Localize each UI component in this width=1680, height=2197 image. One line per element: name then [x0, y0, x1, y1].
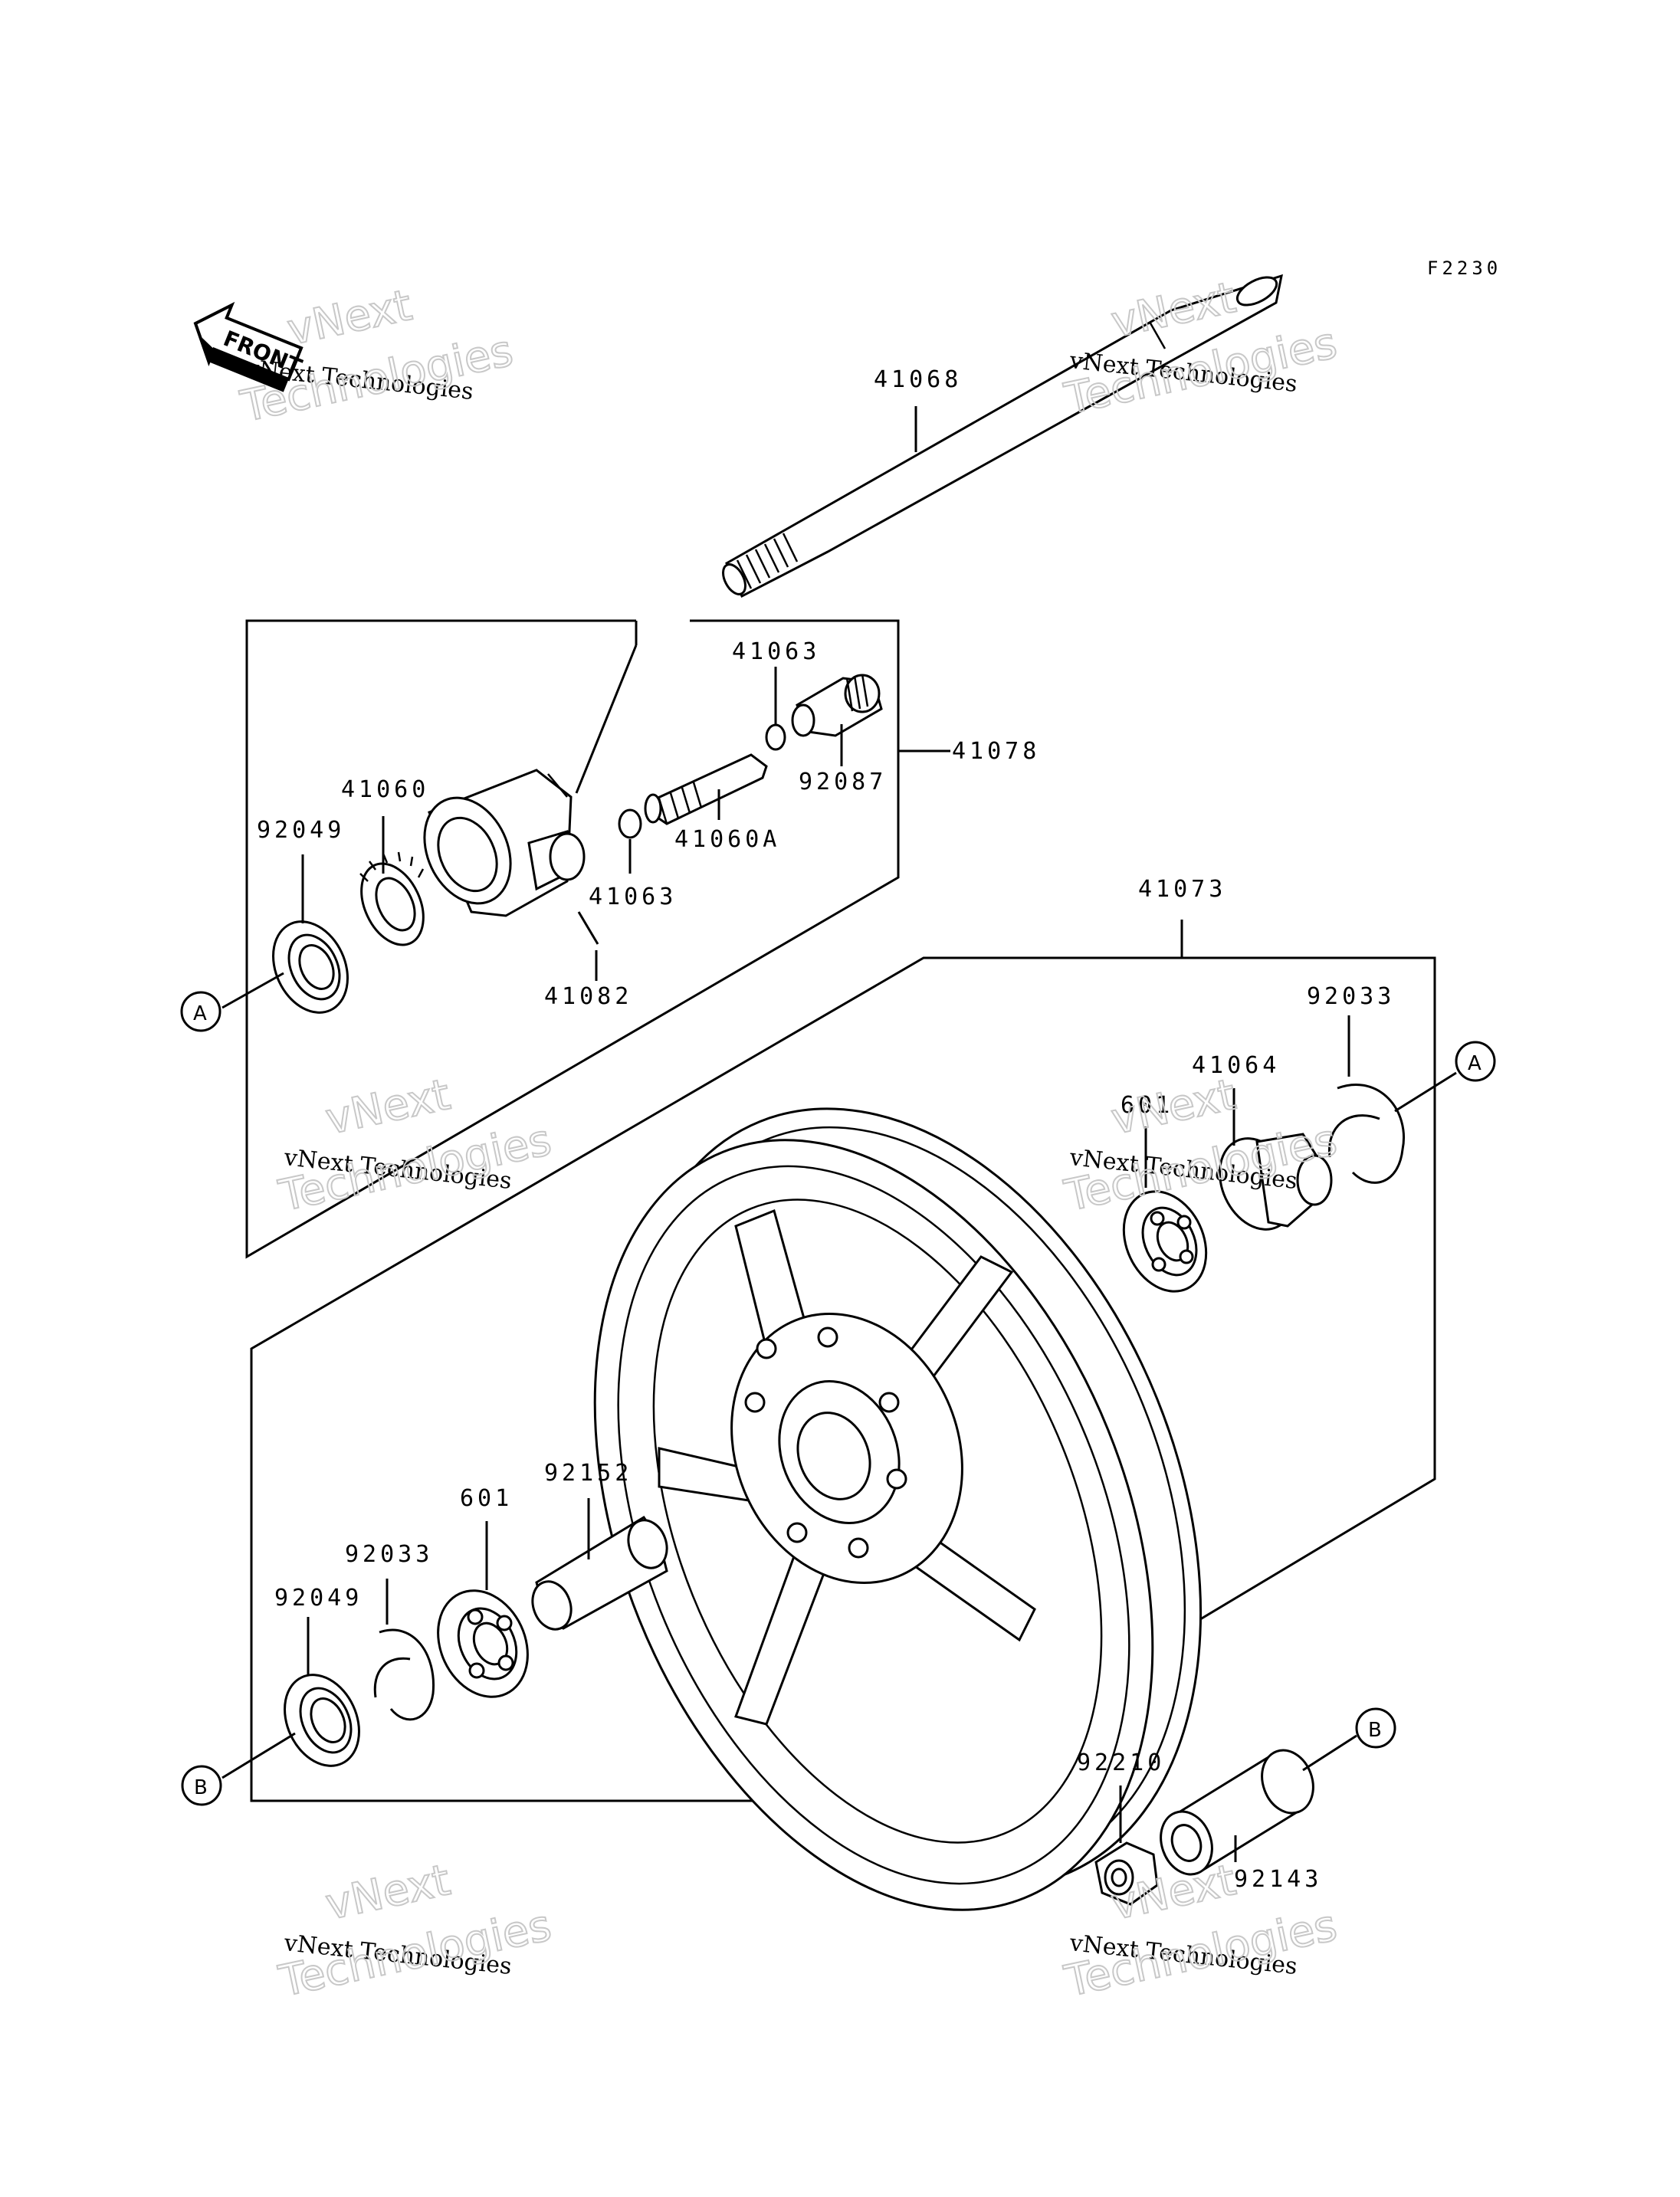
frame-41073	[250, 956, 1436, 1802]
callout-a-right	[1455, 1041, 1496, 1082]
watermark-line3: Technologies	[274, 1115, 555, 1221]
callout-b-left	[181, 1765, 222, 1806]
axle-41068[interactable]	[719, 271, 1283, 598]
label-601-left: 601	[460, 1485, 513, 1512]
callout-b-right-text: B	[1368, 1719, 1382, 1742]
label-92033-right: 92033	[1307, 983, 1395, 1010]
frame-41078	[245, 619, 900, 1259]
watermark: vNext vNext Technologies Technologies	[274, 1069, 556, 1222]
label-41063-top: 41063	[732, 638, 820, 665]
circlip-92033-right[interactable]	[1327, 1084, 1405, 1184]
frame-41078-link	[575, 644, 638, 794]
watermark-line2: vNext	[321, 1070, 454, 1145]
callout-a-left-text: A	[193, 1002, 207, 1025]
watermark-line3: Technologies	[1060, 1900, 1340, 2007]
label-41060: 41060	[341, 776, 429, 803]
label-41078: 41078	[952, 738, 1040, 765]
collar-92143[interactable]	[1153, 1743, 1322, 1882]
leader-callout-a-right	[1394, 1071, 1457, 1113]
speedometer-gear-41060[interactable]	[349, 851, 436, 955]
callout-a-left	[180, 991, 221, 1032]
watermark: vNext vNext Technologies Technologies	[274, 1854, 556, 2008]
leader-callout-a-left	[221, 972, 284, 1009]
bushing-92087[interactable]	[791, 674, 883, 737]
nut-92210[interactable]	[1094, 1841, 1159, 1906]
label-41064: 41064	[1192, 1052, 1280, 1079]
label-41060A: 41060A	[674, 826, 780, 853]
washer-41063-mid[interactable]	[618, 808, 642, 839]
label-92033-left: 92033	[345, 1541, 433, 1568]
label-92210: 92210	[1077, 1749, 1165, 1776]
label-92087: 92087	[799, 769, 887, 795]
collar-92152[interactable]	[527, 1515, 674, 1635]
gear-housing[interactable]	[408, 769, 586, 917]
watermark-line3: Technologies	[274, 1900, 555, 2007]
seal-92049-bottom[interactable]	[271, 1663, 373, 1778]
label-92152: 92152	[544, 1460, 632, 1487]
label-92049-bottom: 92049	[274, 1585, 363, 1612]
label-92049-top: 92049	[257, 817, 345, 844]
front-arrow-icon: FRONT	[193, 301, 305, 392]
callout-b-left-text: B	[194, 1776, 208, 1799]
circlip-92033-left[interactable]	[373, 1628, 435, 1721]
watermark-line2: vNext	[321, 1855, 454, 1930]
pinion-gear-41060A[interactable]	[644, 753, 768, 825]
watermark-line2: vNext	[283, 280, 416, 356]
front-wheel[interactable]	[488, 1022, 1309, 1992]
pin-41082[interactable]	[577, 911, 599, 945]
label-601-right: 601	[1121, 1092, 1173, 1119]
callout-a-right-text: A	[1468, 1052, 1481, 1075]
bearing-601-right[interactable]	[1108, 1178, 1222, 1305]
leader-callout-b-right	[1302, 1734, 1357, 1772]
watermark-line2: vNext	[1107, 1070, 1240, 1145]
seal-92049-top[interactable]	[259, 910, 362, 1025]
label-41082: 41082	[544, 983, 632, 1010]
label-92143: 92143	[1234, 1866, 1322, 1893]
label-41063-mid: 41063	[589, 884, 677, 910]
bearing-601-left[interactable]	[422, 1576, 545, 1712]
collar-41064[interactable]	[1206, 1126, 1333, 1241]
figure-code: F2230	[1427, 257, 1501, 279]
callout-b-right	[1355, 1707, 1396, 1749]
washer-41063-top[interactable]	[765, 723, 786, 751]
label-41068: 41068	[874, 366, 962, 393]
label-41073: 41073	[1138, 876, 1226, 903]
leader-callout-b-left	[221, 1732, 296, 1779]
